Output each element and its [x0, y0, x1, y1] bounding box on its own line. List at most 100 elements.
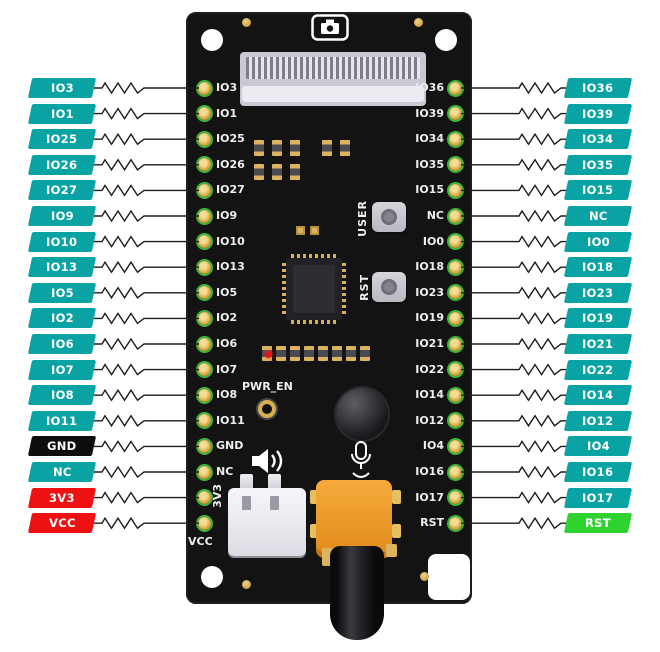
silkscreen-left-IO1: IO1	[216, 106, 238, 120]
flag-left-IO11: IO11	[27, 410, 97, 431]
pin-hole-right-IO16	[449, 465, 462, 479]
flag-right-IO16: IO16	[563, 462, 633, 482]
pin-hole-right-IO15	[449, 183, 462, 197]
flag-label: IO27	[46, 183, 78, 198]
flag-label: IO16	[582, 465, 614, 479]
flag-left-IO5: IO5	[27, 282, 97, 303]
silkscreen-right-RST: RST	[420, 516, 444, 530]
pin-hole-left-IO2	[198, 311, 211, 325]
flag-label: IO39	[582, 106, 614, 121]
flag-left-GND: GND	[27, 436, 97, 457]
jack-contact	[386, 544, 397, 557]
flag-label: IO10	[46, 234, 78, 249]
main-chip	[282, 254, 346, 324]
smd-component	[254, 140, 264, 156]
fiducial-dot	[414, 18, 423, 27]
flag-label: IO0	[586, 234, 610, 249]
silkscreen-left-IO13: IO13	[216, 260, 245, 274]
flag-label: IO22	[582, 362, 614, 377]
silkscreen-left-IO9: IO9	[216, 209, 238, 222]
chip-pins	[291, 254, 337, 258]
audio-jack-barrel	[330, 546, 384, 640]
flag-label: IO11	[46, 413, 78, 428]
flag-label: IO34	[582, 132, 614, 147]
flag-label: IO4	[586, 439, 610, 454]
flag-right-IO22: IO22	[563, 359, 633, 380]
flag-right-IO23: IO23	[563, 282, 633, 303]
flag-left-IO2: IO2	[27, 308, 97, 329]
speaker-connector	[228, 488, 306, 556]
flag-right-IO15: IO15	[563, 180, 633, 201]
pin-hole-left-IO11	[198, 414, 211, 428]
flag-left-IO6: IO6	[27, 334, 97, 354]
pin-hole-left-IO6	[198, 337, 211, 351]
pin-hole-left-IO1	[198, 107, 211, 121]
flag-label: IO12	[582, 413, 614, 428]
microphone-icon	[348, 440, 374, 488]
pin-hole-right-IO4	[449, 439, 462, 453]
flag-left-IO8: IO8	[27, 385, 97, 406]
silkscreen-left-IO3: IO3	[216, 81, 238, 94]
smd-component	[318, 346, 328, 361]
pin-hole-left-IO13	[198, 260, 211, 274]
flag-label: IO5	[50, 285, 74, 300]
pin-hole-left-VCC	[198, 516, 211, 530]
power-enable-pad	[258, 400, 276, 418]
connector-pin	[268, 474, 281, 492]
pin-hole-left-IO5	[198, 286, 211, 300]
pin-hole-left-3V3	[198, 491, 211, 505]
connector-slot	[270, 496, 279, 510]
jack-contact	[392, 524, 401, 538]
solder-pad	[296, 226, 305, 235]
audio-jack-body	[316, 480, 392, 558]
flag-label: IO25	[46, 132, 78, 147]
flag-left-IO26: IO26	[27, 154, 97, 175]
fpc-latch	[242, 86, 424, 102]
speaker-icon	[250, 446, 286, 480]
pin-hole-right-RST	[449, 516, 462, 530]
flag-left-3V3: 3V3	[27, 487, 97, 508]
flag-right-IO36: IO36	[563, 78, 633, 98]
silkscreen-left-GND: GND	[216, 439, 244, 453]
smd-component	[340, 140, 350, 156]
corner-tab-bottom-right	[428, 554, 470, 600]
flag-left-IO27: IO27	[27, 180, 97, 201]
pin-hole-right-NC	[449, 209, 462, 223]
user-button	[372, 202, 406, 232]
fiducial-dot	[242, 18, 251, 27]
flag-label: IO3	[50, 81, 74, 95]
smd-component	[254, 164, 264, 180]
flag-left-IO1: IO1	[27, 103, 97, 124]
flag-left-IO3: IO3	[27, 78, 97, 98]
power-enable-label: PWR_EN	[242, 380, 293, 393]
camera-fpc-connector	[240, 52, 426, 106]
silkscreen-right-IO14: IO14	[415, 388, 444, 402]
flag-label: IO36	[582, 81, 614, 95]
silkscreen-left-IO10: IO10	[216, 234, 245, 248]
connector-pin	[240, 474, 253, 492]
pin-hole-right-IO36	[449, 81, 462, 95]
flag-label: IO9	[50, 209, 74, 223]
flag-right-IO34: IO34	[563, 129, 633, 150]
mounting-hole-top-left	[201, 29, 223, 51]
flag-left-NC: NC	[27, 462, 97, 482]
smd-component	[272, 164, 282, 180]
smd-component	[272, 140, 282, 156]
pin-hole-left-IO26	[198, 158, 211, 172]
silkscreen-right-IO19: IO19	[415, 311, 444, 325]
flag-right-IO39: IO39	[563, 103, 633, 124]
smd-component	[276, 346, 286, 361]
pin-hole-right-IO39	[449, 107, 462, 121]
smd-component	[360, 346, 370, 361]
silkscreen-left-IO25: IO25	[216, 132, 245, 146]
flag-label: IO35	[582, 157, 614, 172]
silkscreen-right-IO22: IO22	[415, 362, 444, 376]
silkscreen-right-IO18: IO18	[415, 260, 444, 274]
pin-hole-left-IO7	[198, 363, 211, 377]
led-indicator	[265, 351, 272, 358]
pin-hole-right-IO34	[449, 132, 462, 146]
silkscreen-left-IO8: IO8	[216, 388, 238, 402]
chip-pins	[282, 263, 286, 315]
